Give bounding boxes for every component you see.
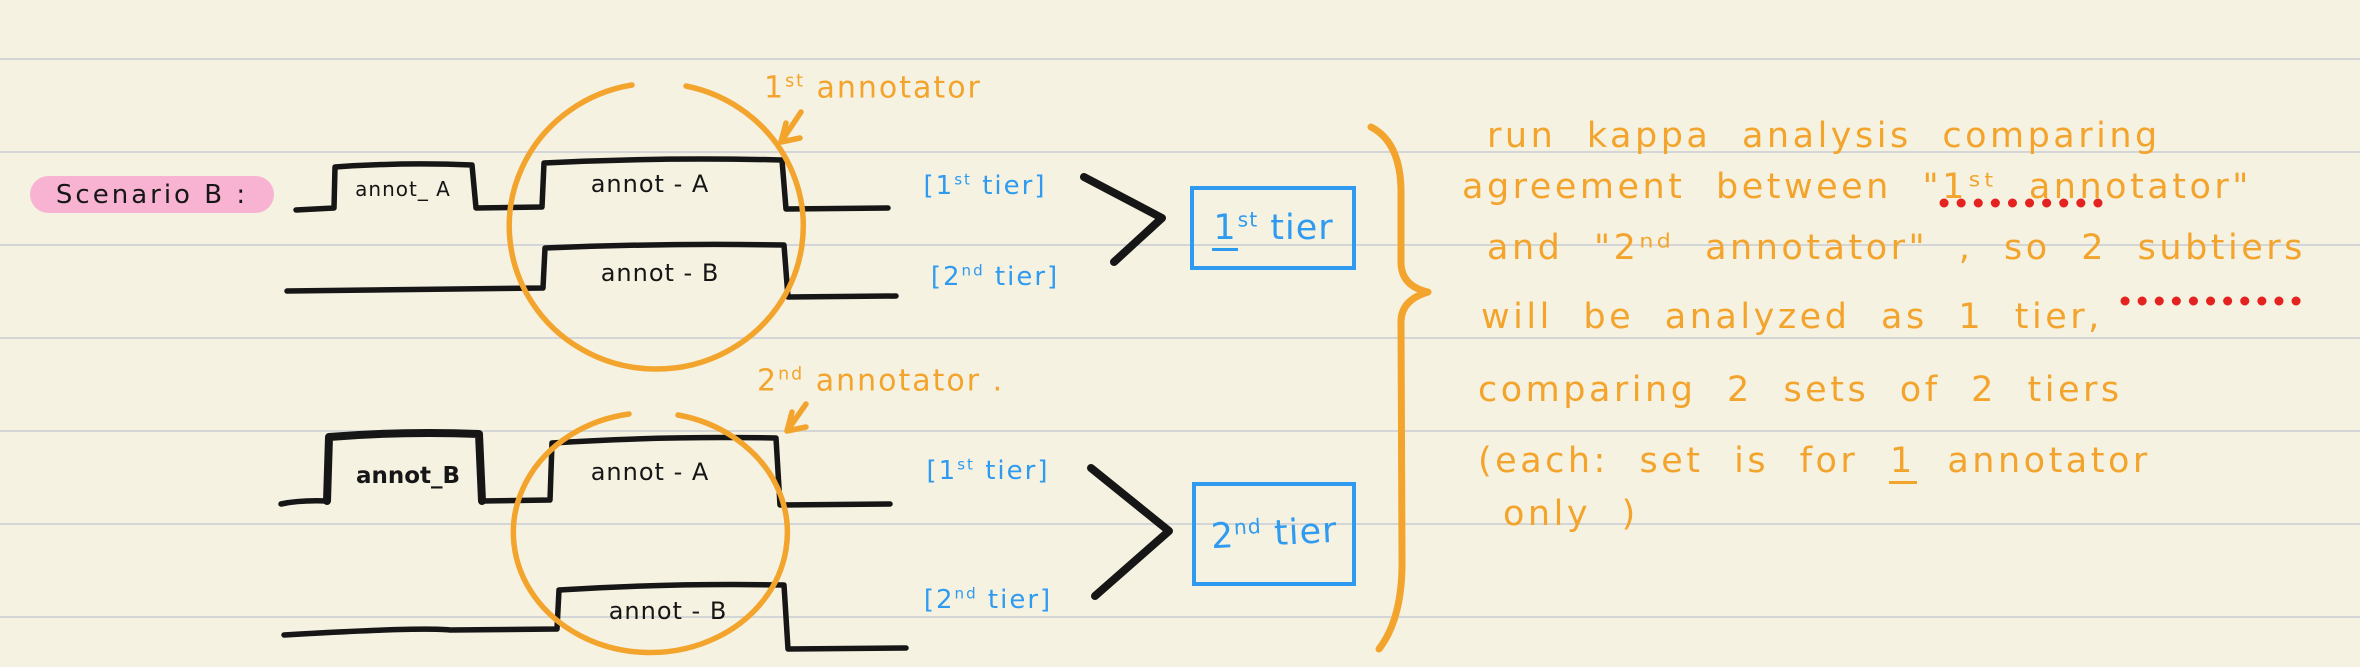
- highlight-circle-group2: [510, 411, 791, 656]
- chevron-group1: [1080, 173, 1166, 266]
- ruled-line: [0, 337, 2360, 339]
- pulse-label: annot - A: [590, 170, 710, 198]
- arrow-annotator1-icon: [778, 109, 804, 145]
- note-line-1: run kappa analysis comparing: [1487, 116, 2161, 156]
- ruled-line: [0, 523, 2360, 525]
- curly-brace: [1367, 123, 1432, 653]
- ruled-line: [0, 58, 2360, 60]
- tier-tag-1st-g2: [1st tier]: [926, 455, 1050, 486]
- ruled-line: [0, 244, 2360, 246]
- scenario-highlight: Scenario B :: [30, 176, 274, 213]
- waveform-group2-row1-bold-pulse: [323, 429, 486, 505]
- ruled-line: [0, 151, 2360, 153]
- note-line-7: only ): [1503, 494, 1639, 534]
- result-box-2nd-tier: 2nd tier: [1192, 482, 1356, 586]
- tier-tag-1st-g1: [1st tier]: [923, 170, 1047, 201]
- pulse-label: annot_B: [355, 463, 461, 489]
- arrow-annotator2-icon: [784, 401, 809, 434]
- waveform-group2-row1-lead: [278, 498, 330, 507]
- note-line-2: agreement between "1ˢᵗ annotator": [1462, 167, 2252, 207]
- chevron-group2: [1087, 464, 1173, 600]
- ruled-line: [0, 616, 2360, 618]
- waveform-group1-row2: [284, 241, 899, 300]
- note-line-3: and "2ⁿᵈ annotator" , so 2 subtiers: [1487, 228, 2306, 268]
- note-line-4: will be analyzed as 1 tier,: [1481, 297, 2103, 337]
- waveform-group2-row2: [281, 581, 909, 652]
- waveform-group1-row1: [293, 156, 891, 213]
- scenario-label: Scenario B :: [55, 179, 249, 210]
- ruled-line: [0, 430, 2360, 432]
- annotator-note-1: 1st annotator: [764, 70, 982, 106]
- highlight-circle-group1: [506, 82, 806, 372]
- pulse-label: annot - A: [590, 458, 710, 486]
- result-box-1st-tier: 1st tier: [1190, 186, 1356, 270]
- pulse-label: annot - B: [608, 597, 728, 625]
- note-line-6: (each: set is for 1 annotator: [1478, 441, 2151, 484]
- tier-tag-2nd-g1: [2nd tier]: [930, 261, 1060, 292]
- pulse-label: annot - B: [600, 259, 720, 287]
- pulse-label: annot_ A: [355, 177, 451, 201]
- tier-tag-2nd-g2: [2nd tier]: [923, 584, 1053, 615]
- annotator-note-2: 2nd annotator .: [757, 363, 1005, 399]
- note-line-5: comparing 2 sets of 2 tiers: [1478, 370, 2123, 410]
